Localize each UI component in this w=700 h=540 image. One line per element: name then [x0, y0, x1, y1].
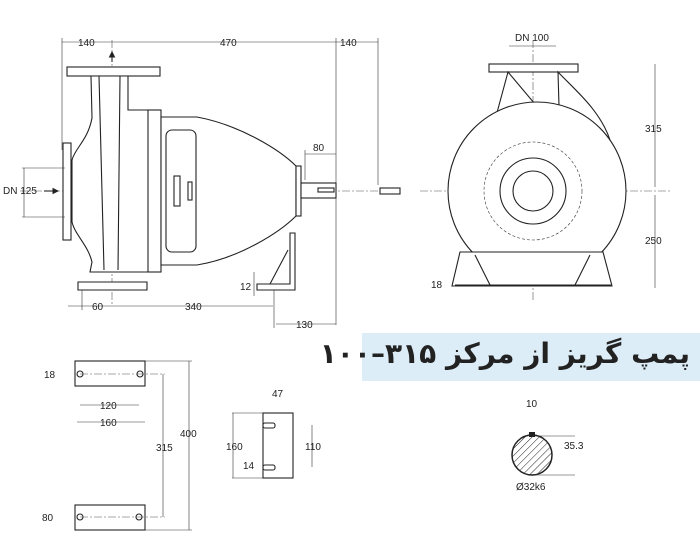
dim-47: 47 [272, 389, 284, 400]
dim-14: 14 [243, 461, 255, 472]
dim-inlet: DN 125 [3, 186, 37, 197]
dim-140-left: 140 [78, 38, 95, 49]
dim-160-plate: 160 [100, 418, 117, 429]
dim-key: 10 [526, 399, 538, 410]
dim-120: 120 [100, 401, 117, 412]
dim-12: 12 [240, 282, 252, 293]
dim-110: 110 [305, 442, 321, 453]
dim-80: 80 [313, 143, 325, 154]
foot-view: 47 160 110 14 [226, 389, 321, 479]
title: پمپ گریز از مرکز ۳۱۵–۱۰۰ [319, 337, 690, 370]
dim-315: 315 [645, 124, 662, 135]
dim-400: 400 [180, 429, 197, 440]
dim-160-foot: 160 [226, 442, 243, 453]
dim-340: 340 [185, 302, 202, 313]
dim-18: 18 [431, 280, 443, 291]
dim-60: 60 [92, 302, 104, 313]
dim-140-right: 140 [340, 38, 357, 49]
dim-diameter: Ø32k6 [516, 482, 546, 493]
shaft-section: 10 35.3 Ø32k6 [511, 399, 584, 493]
front-foot [77, 281, 148, 291]
dim-315-plate: 315 [156, 443, 173, 454]
dim-80-plate: 80 [42, 513, 54, 524]
side-view: 140 470 140 DN 125 80 12 60 340 130 [3, 38, 401, 331]
title-banner: پمپ گریز از مرکز ۳۱۵–۱۰۰ [320, 333, 700, 381]
inlet-flange [62, 142, 72, 241]
plate-view: 315 400 120 160 18 80 [42, 360, 197, 531]
dim-35-3: 35.3 [564, 441, 584, 452]
dim-470: 470 [220, 38, 237, 49]
outlet-flange [488, 63, 579, 73]
dim-outlet: DN 100 [515, 33, 549, 44]
dim-130: 130 [296, 320, 313, 331]
dim-250: 250 [645, 236, 662, 247]
rear-foot [256, 232, 296, 291]
dim-18-hole: 18 [44, 370, 56, 381]
front-view: DN 100 315 250 18 [420, 33, 670, 300]
discharge-flange [66, 66, 161, 77]
volute-casing [71, 75, 151, 273]
